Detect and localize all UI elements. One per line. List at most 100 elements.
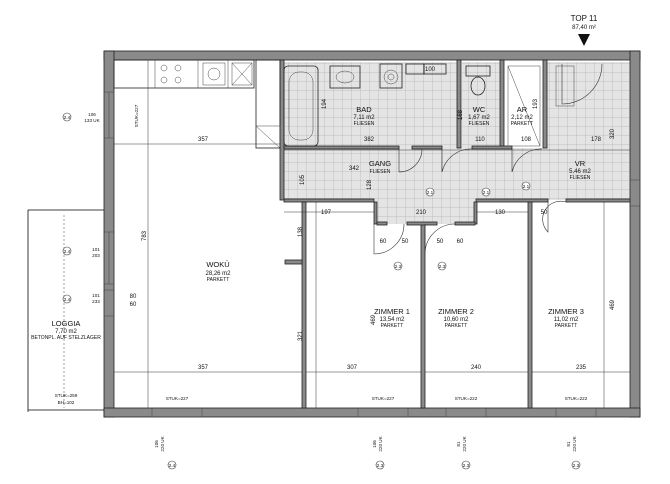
marker-left-top: 2.4 <box>62 112 72 122</box>
marker-loggia-2: 2.4 <box>62 294 72 304</box>
dim-194: 194 <box>322 98 328 109</box>
tile-zones <box>283 62 632 224</box>
room-wc-area: 1,67 m2 <box>468 115 490 121</box>
win-b3-b: 220 UK <box>462 435 467 451</box>
dim-197: 197 <box>321 210 332 216</box>
win-b1-a: 106 <box>154 440 159 448</box>
svg-text:2.1: 2.1 <box>427 190 434 195</box>
windows <box>103 91 641 418</box>
room-z2-area: 10,60 m2 <box>443 317 469 323</box>
bathroom-fixtures <box>283 63 575 147</box>
room-wc-name: WC <box>473 105 486 114</box>
loggia-a1: 101 <box>92 247 100 252</box>
stuk-z2: STUK=222 <box>455 396 478 401</box>
room-gang: GANG FLIESEN <box>369 159 391 175</box>
stuk-z1: STUK=227 <box>372 396 395 401</box>
room-zimmer-3: ZIMMER 3 11,02 m2 PARKETT <box>548 307 584 329</box>
win-b4-a: 81 <box>566 441 571 447</box>
room-loggia-name: LOGGIA <box>52 319 81 328</box>
room-woku: WOKÜ 28,26 m2 PARKETT <box>205 260 231 283</box>
annotations: STUK=227 STUK=227 STUK=227 STUK=222 STUK… <box>55 104 588 451</box>
entrance-arrow-icon <box>578 34 590 46</box>
dim-138: 138 <box>298 226 304 237</box>
brh-loggia: BH=102 <box>58 400 75 405</box>
dim-307: 307 <box>347 365 358 371</box>
win-b1-b: 220 UK <box>160 435 165 451</box>
svg-text:2.1: 2.1 <box>523 184 530 189</box>
marker-gang-1: 2.1 <box>425 187 435 197</box>
room-z2-floor: PARKETT <box>445 323 468 329</box>
room-z3-area: 11,02 m2 <box>554 317 579 323</box>
dim-60-right: 60 <box>457 239 464 245</box>
room-ar: AR 2,12 m2 PARKETT <box>511 105 534 127</box>
dim-100: 100 <box>425 67 436 73</box>
dim-128: 128 <box>367 179 373 190</box>
unit-area: 87,40 m² <box>572 25 596 31</box>
room-gang-floor: FLIESEN <box>370 169 391 175</box>
svg-text:2.4: 2.4 <box>169 463 176 468</box>
unit-name: TOP 11 <box>571 14 598 23</box>
reference-markers: 2.4 2.4 2.4 2.4 2.3 2.3 2.3 2.1 <box>62 112 581 470</box>
room-z1-area: 13,54 m2 <box>379 317 405 323</box>
room-z1-floor: PARKETT <box>381 323 404 329</box>
room-bad-area: 7,11 m2 <box>353 115 375 121</box>
room-z3-floor: PARKETT <box>555 323 578 329</box>
loggia-b1: 101 <box>92 293 100 298</box>
dim-240: 240 <box>471 365 482 371</box>
loggia-b2: 233 <box>92 299 100 304</box>
room-zimmer-1: ZIMMER 1 13,54 m2 PARKETT <box>374 307 410 329</box>
dim-469-z3: 469 <box>610 299 616 310</box>
unit-label: TOP 11 87,40 m² <box>571 14 598 46</box>
room-vr-area: 5,46 m2 <box>569 169 591 175</box>
marker-bottom-3: 2.3 <box>461 460 471 470</box>
win-b2-b: 220 UK <box>378 435 383 451</box>
room-vr: VR 5,46 m2 FLIESEN <box>569 159 591 181</box>
svg-text:2.3: 2.3 <box>463 463 470 468</box>
dim-210: 210 <box>416 210 427 216</box>
room-z1-name: ZIMMER 1 <box>374 307 410 316</box>
dim-60-win: 60 <box>130 302 137 308</box>
svg-text:2.3: 2.3 <box>439 264 446 269</box>
win-side-a: 106 <box>88 112 96 117</box>
dim-469-z1: 469 <box>371 314 377 325</box>
room-bad: BAD 7,11 m2 FLIESEN <box>353 105 375 127</box>
marker-bottom-1: 2.4 <box>167 460 177 470</box>
room-zimmer-2: ZIMMER 2 10,60 m2 PARKETT <box>438 307 474 329</box>
dim-50-right: 50 <box>541 210 548 216</box>
win-b4-b: 220 UK <box>572 435 577 451</box>
marker-z2-door: 2.3 <box>437 261 447 271</box>
stuk-loggia: STUK=259 <box>55 393 78 398</box>
room-woku-name: WOKÜ <box>206 260 229 269</box>
dim-80: 80 <box>130 294 137 300</box>
stuk-left: STUK=227 <box>134 104 139 127</box>
dim-193: 193 <box>533 98 539 109</box>
win-side-b: 133 UK <box>84 118 100 123</box>
dimension-texts: 357 357 382 110 108 178 342 210 197 130 … <box>130 67 616 371</box>
marker-z1-door: 2.3 <box>393 261 403 271</box>
room-wc: WC 1,67 m2 FLIESEN <box>468 105 490 127</box>
room-ar-name: AR <box>517 105 528 114</box>
dim-168: 168 <box>458 109 464 120</box>
dim-60-left: 60 <box>380 239 387 245</box>
room-vr-name: VR <box>575 159 586 168</box>
svg-text:2.4: 2.4 <box>64 297 71 302</box>
kitchen-counter <box>113 59 281 149</box>
win-b2-a: 106 <box>372 440 377 448</box>
svg-text:2.3: 2.3 <box>573 463 580 468</box>
room-z2-name: ZIMMER 2 <box>438 307 474 316</box>
win-b3-a: 81 <box>456 441 461 447</box>
svg-text:2.1: 2.1 <box>483 190 490 195</box>
dim-105: 105 <box>300 174 306 185</box>
room-woku-floor: PARKETT <box>207 277 230 283</box>
stuk-woku: STUK=227 <box>166 396 189 401</box>
dim-130: 130 <box>495 210 506 216</box>
svg-text:2.4: 2.4 <box>64 115 71 120</box>
marker-bottom-4: 2.3 <box>571 460 581 470</box>
room-woku-area: 28,26 m2 <box>205 271 231 277</box>
stuk-z3: STUK=222 <box>565 396 588 401</box>
room-bad-name: BAD <box>356 105 372 114</box>
dim-342: 342 <box>349 166 360 172</box>
room-ar-area: 2,12 m2 <box>511 115 533 121</box>
doors <box>373 63 603 255</box>
room-bad-floor: FLIESEN <box>354 121 375 127</box>
